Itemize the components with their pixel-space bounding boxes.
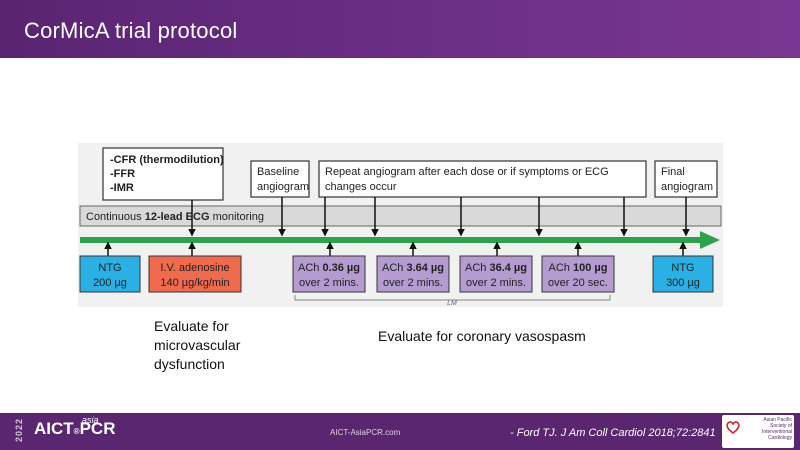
- ach-dose-1-line1: ACh 0.36 µg: [298, 262, 360, 274]
- ecg-label: Continuous 12-lead ECG monitoring: [86, 211, 264, 223]
- measurement-cfr: -CFR (thermodilution): [110, 154, 224, 166]
- measurement-imr: -IMR: [110, 182, 134, 194]
- ntg-start-box: NTG 200 µg: [79, 255, 141, 293]
- adenosine-box: I.V. adenosine 140 µg/kg/min: [148, 255, 242, 293]
- ntg-start-line1: NTG: [98, 262, 121, 274]
- evaluate-vasospasm-text: Evaluate for coronary vasospasm: [378, 328, 586, 344]
- adenosine-line1: I.V. adenosine: [160, 262, 229, 274]
- ach-dose-4-box: ACh 100 µg over 20 sec.: [541, 255, 615, 293]
- baseline-line2: angiogram: [257, 181, 309, 193]
- ach-dose-3-line2: over 2 mins.: [466, 277, 526, 289]
- adenosine-line2: 140 µg/kg/min: [160, 277, 229, 289]
- final-line2: angiogram: [661, 181, 713, 193]
- final-angiogram-box: Final angiogram: [654, 160, 718, 198]
- ach-dose-2-box: ACh 3.64 µg over 2 mins.: [376, 255, 450, 293]
- logo-pcr: PCR: [79, 419, 116, 438]
- footer-year: 2022: [14, 418, 24, 443]
- ntg-end-line2: 300 µg: [666, 277, 700, 289]
- ach-dose-2-line1: ACh 3.64 µg: [382, 262, 444, 274]
- apsic-badge: Asian Pacific Society of Interventional …: [722, 415, 794, 448]
- ach-dose-1-box: ACh 0.36 µg over 2 mins.: [292, 255, 366, 293]
- heart-icon: [726, 421, 740, 435]
- ntg-end-box: NTG 300 µg: [652, 255, 714, 293]
- logo-sep: ®: [73, 427, 80, 436]
- repeat-line1: Repeat angiogram after each dose or if s…: [325, 166, 609, 178]
- apsic-line4: Cardiology: [768, 435, 792, 441]
- apsic-line3: Interventional: [761, 429, 792, 435]
- final-line1: Final: [661, 166, 685, 178]
- ach-dose-4-line1: ACh 100 µg: [549, 262, 608, 274]
- evaluate-microvascular-text: Evaluate for microvascular dysfunction: [154, 317, 274, 374]
- eval-left-line1: Evaluate for: [154, 318, 229, 334]
- slide-title: CorMicA trial protocol: [24, 18, 238, 43]
- ecg-monitoring-bar: Continuous 12-lead ECG monitoring: [79, 205, 722, 227]
- up-arrows: [104, 241, 687, 256]
- ach-dose-4-line2: over 20 sec.: [548, 277, 608, 289]
- measurement-ffr: -FFR: [110, 168, 135, 180]
- footer-bar: [0, 413, 800, 450]
- title-bar: CorMicA trial protocol: [0, 0, 800, 58]
- eval-left-line3: dysfunction: [154, 356, 225, 372]
- apsic-line1: Asian Pacific: [763, 417, 792, 423]
- baseline-box: Baseline angiogram: [250, 160, 310, 198]
- eval-left-line2: microvascular: [154, 337, 241, 353]
- ach-dose-3-line1: ACh 36.4 µg: [465, 262, 527, 274]
- ach-dose-3-box: ACh 36.4 µg over 2 mins.: [459, 255, 533, 293]
- repeat-angiogram-box: Repeat angiogram after each dose or if s…: [318, 160, 647, 198]
- footer-url[interactable]: AICT-AsiaPCR.com: [330, 428, 401, 437]
- lm-label: LM: [447, 300, 457, 307]
- logo-main: AICT: [34, 419, 74, 438]
- aict-asiapcr-logo: AICT®PCR asia: [34, 415, 116, 439]
- ntg-end-line1: NTG: [671, 262, 694, 274]
- logo-asia: asia: [82, 415, 99, 425]
- apsic-text: Asian Pacific Society of Interventional …: [744, 417, 792, 441]
- footer-citation: - Ford TJ. J Am Coll Cardiol 2018;72:284…: [510, 427, 716, 439]
- lm-bracket: LM: [294, 295, 611, 307]
- timeline-arrow: [80, 231, 720, 249]
- measurements-box: -CFR (thermodilution) -FFR -IMR: [102, 147, 224, 201]
- ntg-start-line2: 200 µg: [93, 277, 127, 289]
- repeat-line2: changes occur: [325, 181, 397, 193]
- protocol-diagram: -CFR (thermodilution) -FFR -IMR Baseline…: [78, 143, 723, 307]
- ach-dose-1-line2: over 2 mins.: [299, 277, 359, 289]
- down-arrows: [188, 197, 690, 237]
- apsic-line2: Society of: [770, 423, 792, 429]
- baseline-line1: Baseline: [257, 166, 299, 178]
- ach-dose-2-line2: over 2 mins.: [383, 277, 443, 289]
